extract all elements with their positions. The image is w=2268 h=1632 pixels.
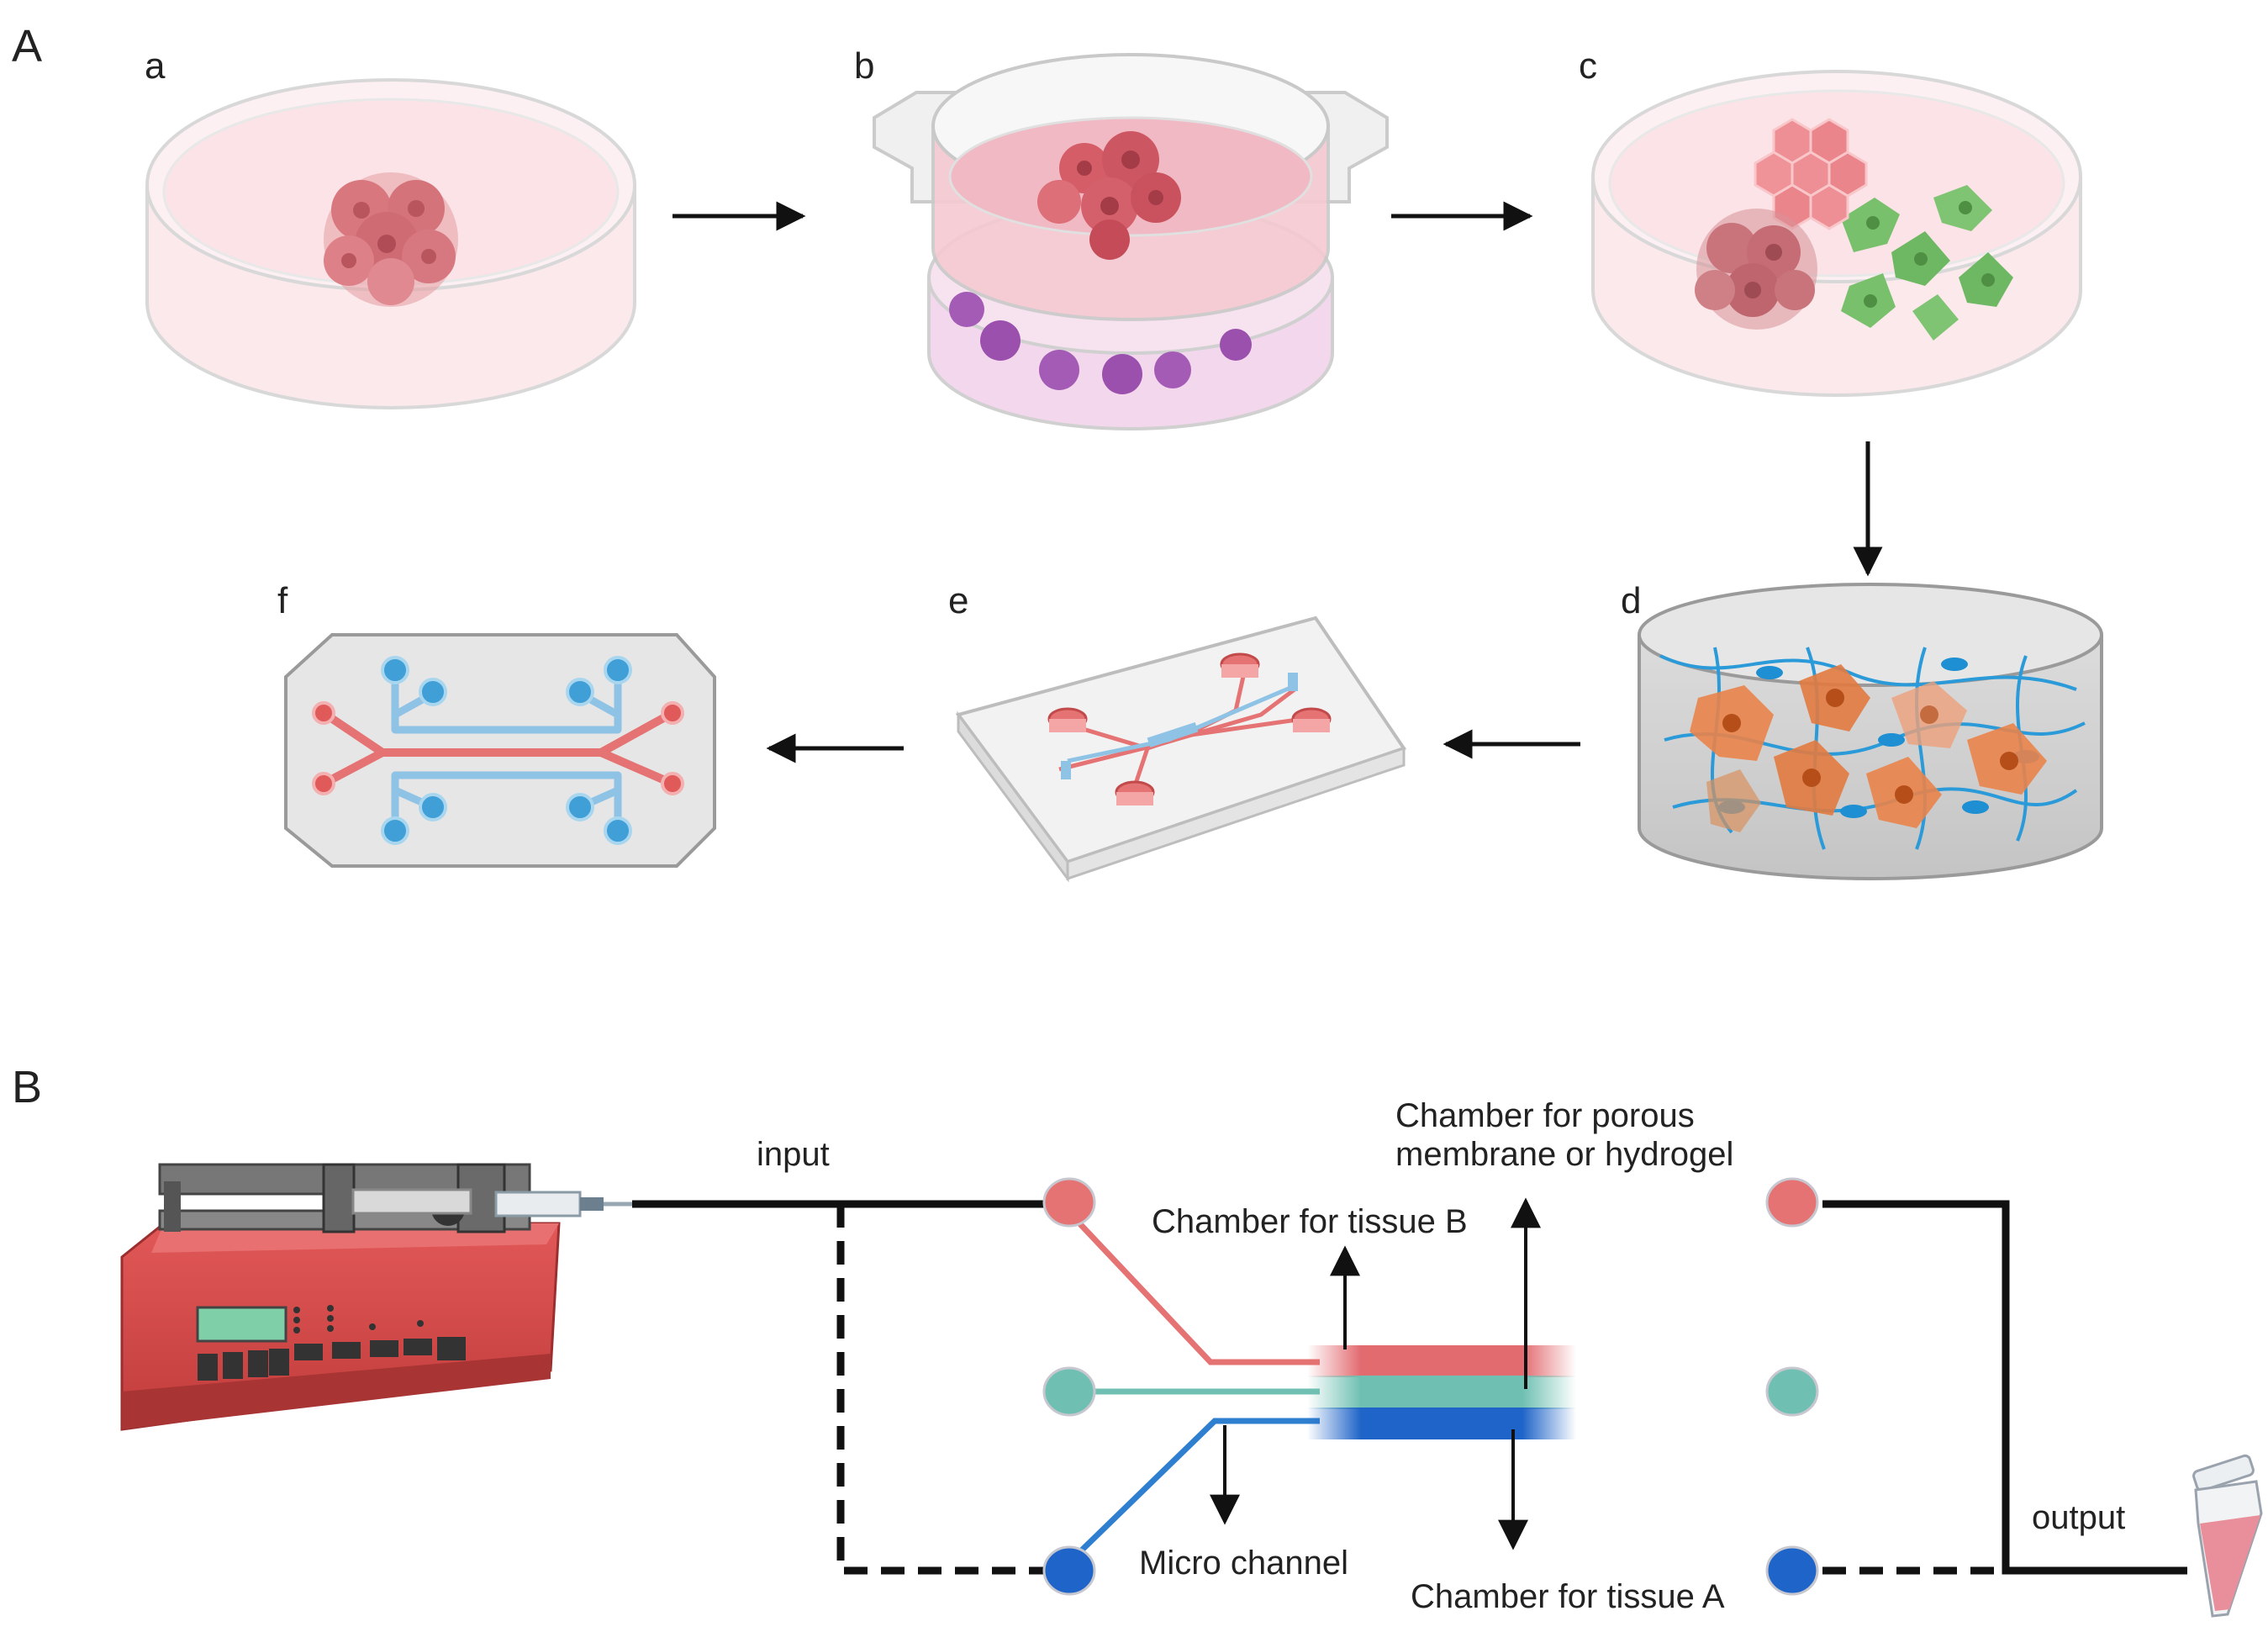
panel-label-a: A: [12, 21, 43, 71]
chamber-membrane-label-1: Chamber for porous: [1395, 1097, 1695, 1134]
hydrogel-d: [1638, 583, 2103, 880]
step-label-f: f: [277, 580, 288, 621]
output-label: output: [2032, 1499, 2126, 1536]
chip-port: [312, 656, 684, 845]
spheroid-icon: [1037, 131, 1181, 260]
input-label: input: [757, 1136, 830, 1173]
petri-dish-a: [145, 78, 636, 409]
microfluidic-chip-e: [955, 615, 1407, 883]
chamber-tissue-a: [1307, 1408, 1576, 1439]
petri-dish-c: [1591, 70, 2082, 397]
annotation-arrows: [1210, 1197, 1541, 1550]
syringe-pump-icon: [120, 1163, 632, 1431]
chamber-tissue-b-label: Chamber for tissue B: [1152, 1203, 1468, 1240]
pump-buttons: [198, 1305, 466, 1381]
step-label-e: e: [948, 580, 969, 621]
syringe-icon: [494, 1191, 582, 1217]
panel-label-b: B: [12, 1062, 43, 1112]
channel-port: [1042, 1177, 1819, 1596]
pump-display: [196, 1306, 287, 1343]
green-cell-icon: [1841, 185, 2013, 341]
step-label-c: c: [1579, 45, 1597, 87]
chip-port: [1047, 652, 1332, 805]
fibroblast-cell-icon: [1690, 664, 2047, 832]
chamber-membrane: [1307, 1376, 1576, 1409]
step-label-d: d: [1621, 580, 1642, 621]
microfluidic-chip-f: [284, 633, 716, 868]
spheroid-icon: [1695, 209, 1817, 330]
step-label-a: a: [145, 45, 166, 87]
violet-cell-icon: [949, 292, 1252, 394]
transwell-b: [873, 53, 1389, 430]
micro-channel-label: Micro channel: [1139, 1545, 1349, 1582]
chamber-membrane-label-2: membrane or hydrogel: [1395, 1136, 1734, 1173]
chamber-tissue-b: [1307, 1345, 1576, 1377]
tubing: [632, 1200, 2187, 1575]
spheroid-icon: [324, 172, 458, 307]
chamber-tissue-a-label: Chamber for tissue A: [1411, 1578, 1725, 1615]
eppendorf-tube-icon: [2192, 1454, 2263, 1618]
channel-schematic: [1042, 1177, 1819, 1596]
step-label-b: b: [854, 45, 875, 87]
